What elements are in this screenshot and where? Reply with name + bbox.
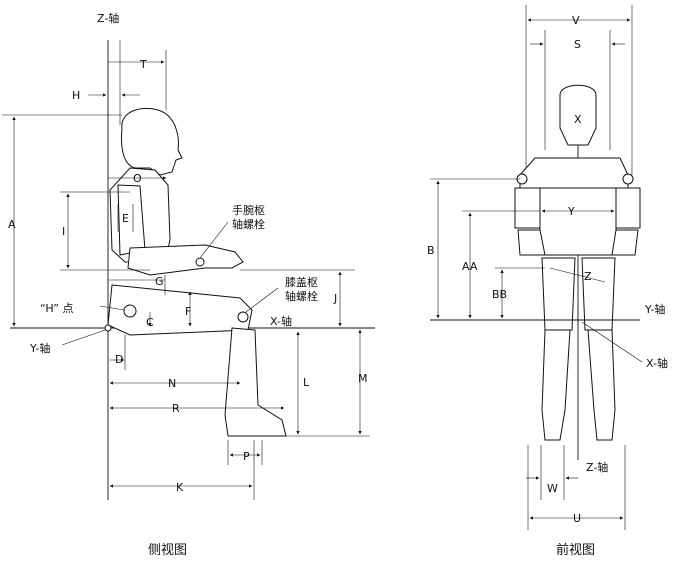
dim-BB: BB — [492, 288, 507, 301]
front-left-hand — [517, 229, 546, 256]
dim-S: S — [574, 38, 581, 51]
dim-F: F — [185, 305, 191, 318]
side-forearm — [127, 244, 244, 276]
dim-J: J — [333, 292, 337, 305]
dim-H: H — [72, 89, 80, 102]
dim-D: D — [115, 353, 123, 366]
front-left-shin — [541, 329, 571, 441]
dim-K: K — [176, 481, 184, 494]
dim-U: U — [573, 512, 581, 525]
front-head — [559, 84, 597, 146]
dim-Y: Y — [567, 205, 575, 218]
side-h-point-circle — [123, 304, 137, 318]
front-right-shoulder-bolt — [622, 173, 634, 185]
dim-M: M — [358, 372, 368, 385]
dim-P: P — [243, 450, 250, 463]
front-left-thigh — [541, 257, 576, 331]
front-torso — [539, 187, 617, 256]
dim-A: A — [8, 218, 16, 231]
side-y-axis-dot — [104, 324, 112, 332]
front-head-x: X — [574, 113, 582, 126]
knee-label-2: 轴螺栓 — [285, 289, 318, 303]
dim-G: G — [155, 275, 164, 288]
front-right-hand — [611, 229, 639, 256]
front-x-axis-label: X-轴 — [646, 356, 668, 370]
dim-W: W — [547, 482, 558, 495]
dim-AA: AA — [462, 260, 478, 273]
front-view-caption: 前视图 — [556, 542, 595, 558]
dim-N: N — [168, 377, 176, 390]
side-head — [121, 107, 183, 176]
front-shoulders — [519, 157, 629, 189]
dim-T: T — [139, 58, 147, 71]
dim-E: E — [122, 212, 129, 225]
side-lower-leg — [224, 327, 287, 437]
front-right-upper-arm — [615, 187, 641, 229]
front-view: V S X Y-轴 Y B — [427, 5, 668, 558]
side-view: Z-轴 X-轴 H T A O — [2, 11, 375, 558]
dim-I: I — [62, 225, 65, 238]
side-knee-bolt — [237, 311, 249, 323]
dim-L: L — [303, 376, 310, 389]
side-view-caption: 侧视图 — [148, 543, 187, 558]
wrist-label-2: 轴螺栓 — [232, 217, 265, 231]
h-point-label: “H” 点 — [40, 302, 74, 315]
side-z-axis-label: Z-轴 — [97, 11, 119, 25]
dim-Z: Z — [584, 270, 592, 283]
side-x-axis-label: X-轴 — [270, 314, 292, 328]
front-z-axis-label: Z-轴 — [586, 460, 608, 474]
front-left-upper-arm — [514, 187, 541, 229]
dim-O: O — [133, 172, 142, 185]
dim-C: C — [146, 316, 154, 329]
wrist-label-1: 手腕枢 — [232, 203, 265, 217]
front-right-shin — [587, 329, 616, 441]
knee-label-1: 膝盖枢 — [285, 275, 318, 289]
side-y-axis-label: Y-轴 — [29, 341, 50, 355]
front-right-thigh — [581, 257, 616, 331]
dim-V: V — [572, 14, 580, 27]
dim-R: R — [172, 402, 180, 415]
front-y-axis-label: Y-轴 — [644, 302, 665, 316]
dim-B: B — [427, 244, 435, 257]
side-wrist-bolt — [195, 257, 205, 267]
